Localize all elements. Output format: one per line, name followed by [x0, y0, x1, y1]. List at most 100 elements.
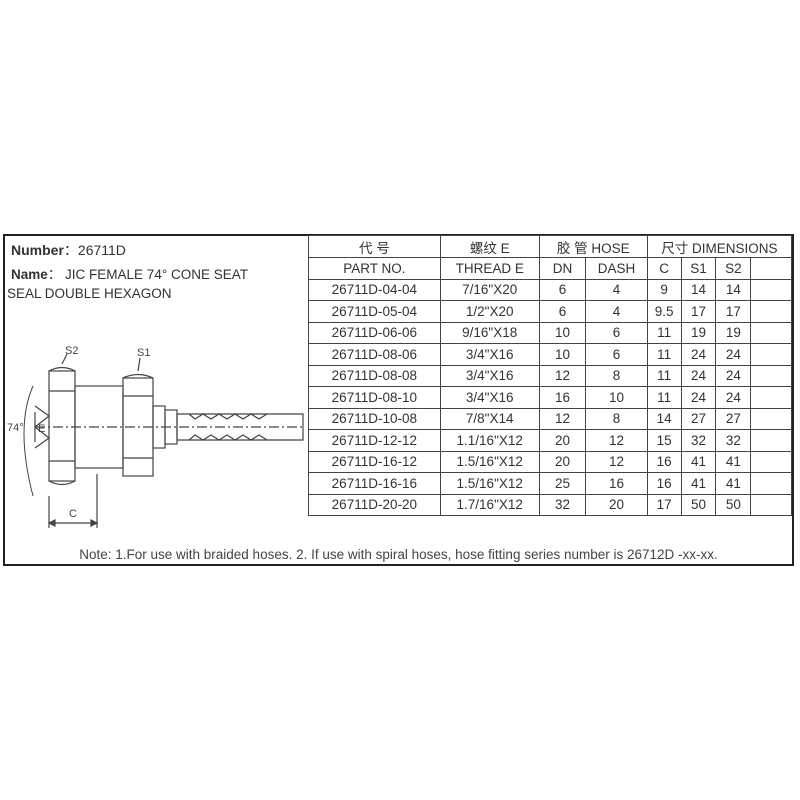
table-cell: 6 — [585, 343, 648, 366]
table-cell: 24 — [680, 343, 717, 366]
table-cell: 26711D-10-08 — [308, 407, 441, 430]
table-cell: 14 — [715, 278, 752, 301]
table-cell — [750, 450, 792, 473]
table-cell: 32 — [715, 429, 752, 452]
table-cell: 1.7/16"X12 — [439, 493, 540, 516]
table-cell: 26711D-08-06 — [308, 343, 441, 366]
column-header-cell: PART NO. — [308, 257, 441, 280]
label-angle: 74° — [7, 422, 24, 434]
table-cell: 50 — [680, 493, 717, 516]
table-cell: 15 — [646, 429, 682, 452]
table-cell: 41 — [715, 450, 752, 473]
table-cell: 11 — [646, 343, 682, 366]
label-s1: S1 — [137, 347, 150, 359]
table-cell: 4 — [585, 300, 648, 323]
table-cell: 17 — [715, 300, 752, 323]
product-info-panel: Number：26711D Name： JIC FEMALE 74° CONE … — [5, 236, 308, 545]
table-cell — [750, 343, 792, 366]
table-cell: 7/8"X14 — [439, 407, 540, 430]
table-cell — [750, 300, 792, 323]
table-cell: 3/4"X16 — [439, 364, 540, 387]
table-cell: 4 — [585, 278, 648, 301]
table-cell: 41 — [680, 450, 717, 473]
table-cell: 10 — [585, 386, 648, 409]
table-cell: 26711D-20-20 — [308, 493, 441, 516]
table-cell: 26711D-16-12 — [308, 450, 441, 473]
table-cell: 26711D-12-12 — [308, 429, 441, 452]
table-cell: 27 — [715, 407, 752, 430]
table-cell: 7/16"X20 — [439, 278, 540, 301]
table-cell: 10 — [538, 321, 587, 344]
table-cell: 14 — [646, 407, 682, 430]
column-header-cell — [750, 257, 792, 280]
table-cell: 26711D-08-08 — [308, 364, 441, 387]
hose-stem — [176, 413, 304, 441]
table-cell: 24 — [715, 343, 752, 366]
table-cell: 12 — [585, 450, 648, 473]
number-value: 26711D — [77, 242, 126, 258]
table-cell: 6 — [585, 321, 648, 344]
table-cell: 9/16"X18 — [439, 321, 540, 344]
table-cell: 16 — [646, 472, 682, 495]
table-cell: 12 — [538, 364, 587, 387]
spec-sheet: Number：26711D Name： JIC FEMALE 74° CONE … — [3, 234, 794, 566]
table-cell: 9.5 — [646, 300, 682, 323]
table-cell: 6 — [538, 300, 587, 323]
table-cell: 12 — [538, 407, 587, 430]
table-cell: 19 — [680, 321, 717, 344]
table-cell: 9 — [646, 278, 682, 301]
number-label: Number — [11, 242, 64, 258]
table-cell: 17 — [646, 493, 682, 516]
table-cell: 24 — [715, 364, 752, 387]
fitting-drawing: S2 S1 74° E C — [7, 346, 305, 528]
table-cell: 1.1/16"X12 — [439, 429, 540, 452]
table-cell: 3/4"X16 — [439, 343, 540, 366]
table-cell — [750, 321, 792, 344]
product-number: Number：26711D — [11, 242, 126, 258]
table-cell: 16 — [538, 386, 587, 409]
column-header-cell: S1 — [680, 257, 717, 280]
table-cell — [750, 278, 792, 301]
table-cell: 24 — [680, 386, 717, 409]
table-cell: 17 — [680, 300, 717, 323]
table-cell: 24 — [680, 364, 717, 387]
label-c: C — [69, 508, 77, 520]
hex-nut-s2 — [48, 370, 76, 482]
table-cell: 12 — [585, 429, 648, 452]
table-cell: 26711D-04-04 — [308, 278, 441, 301]
table-cell: 26711D-05-04 — [308, 300, 441, 323]
table-cell: 24 — [715, 386, 752, 409]
table-cell: 6 — [538, 278, 587, 301]
table-cell: 11 — [646, 321, 682, 344]
table-cell: 8 — [585, 364, 648, 387]
table-cell: 11 — [646, 386, 682, 409]
column-header-cell: S2 — [715, 257, 752, 280]
table-cell: 10 — [538, 343, 587, 366]
table-cell — [750, 493, 792, 516]
table-cell: 27 — [680, 407, 717, 430]
table-cell: 1/2"X20 — [439, 300, 540, 323]
table-cell: 26711D-16-16 — [308, 472, 441, 495]
table-cell: 1.5/16"X12 — [439, 450, 540, 473]
table-cell — [750, 407, 792, 430]
label-s2: S2 — [65, 346, 78, 357]
table-cell — [750, 472, 792, 495]
table-cell: 1.5/16"X12 — [439, 472, 540, 495]
table-cell: 8 — [585, 407, 648, 430]
name-line-1: JIC FEMALE 74° CONE SEAT — [65, 267, 248, 282]
